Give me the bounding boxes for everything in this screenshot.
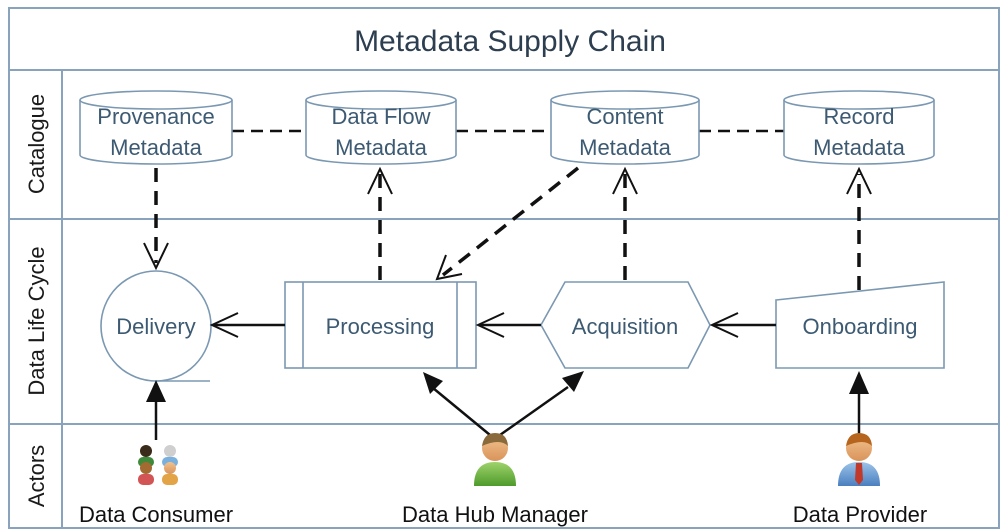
cylinder-content-metadata: Content Metadata (550, 90, 700, 165)
diagram-title: Metadata Supply Chain (354, 25, 666, 58)
swimlane-frame (8, 7, 1000, 529)
actor-arrows (146, 371, 869, 440)
cylinder-record-metadata: Record Metadata (783, 90, 935, 165)
content-metadata-line1: Content (586, 104, 663, 129)
data-flow-metadata-line1: Data Flow (331, 104, 430, 129)
data-provider-icon (838, 433, 880, 486)
onboarding-node: Onboarding (775, 281, 945, 369)
lane-label-data-life-cycle: Data Life Cycle (24, 246, 49, 395)
cylinder-data-flow-metadata: Data Flow Metadata (305, 90, 457, 165)
flow-arrows (209, 312, 776, 338)
onboarding-label: Onboarding (803, 314, 918, 339)
lane-label-actors: Actors (24, 445, 49, 507)
actor-label-data-provider: Data Provider (793, 502, 928, 527)
cylinder-provenance-metadata: Provenance Metadata (79, 90, 233, 165)
record-metadata-line1: Record (824, 104, 895, 129)
acquisition-label: Acquisition (572, 314, 678, 339)
record-metadata-line2: Metadata (813, 135, 905, 160)
data-hub-manager-icon (474, 433, 516, 486)
actor-label-data-hub-manager: Data Hub Manager (402, 502, 588, 527)
actor-label-data-consumer: Data Consumer (79, 502, 233, 527)
provenance-metadata-line2: Metadata (110, 135, 202, 160)
delivery-node: Delivery (100, 270, 212, 382)
data-consumer-group-icon (138, 445, 178, 485)
acquisition-node: Acquisition (540, 281, 711, 369)
delivery-label: Delivery (116, 314, 195, 339)
metadata-arrows (143, 166, 872, 290)
processing-label: Processing (326, 314, 435, 339)
lane-label-catalogue: Catalogue (24, 94, 49, 194)
content-metadata-line2: Metadata (579, 135, 671, 160)
data-flow-metadata-line2: Metadata (335, 135, 427, 160)
provenance-metadata-line1: Provenance (97, 104, 214, 129)
processing-node: Processing (284, 281, 477, 369)
